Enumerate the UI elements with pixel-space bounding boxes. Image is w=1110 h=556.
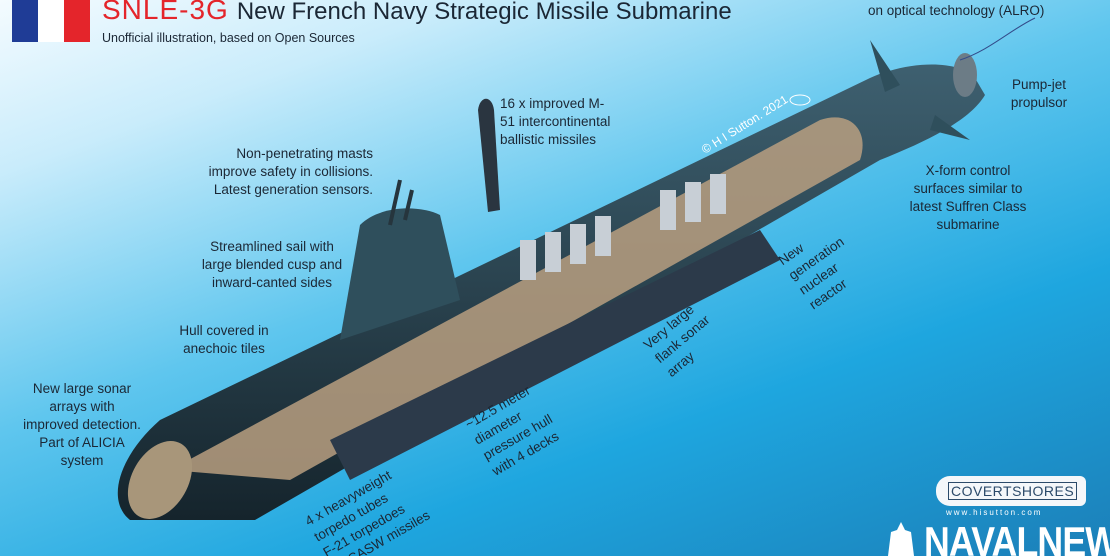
page-title: SNLE-3G New French Navy Strategic Missile… (102, 0, 732, 26)
title-text: New French Navy Strategic Missile Submar… (236, 0, 732, 25)
covertshores-url: www.hisutton.com (946, 508, 1043, 517)
missile (478, 98, 500, 212)
ship-icon (888, 522, 914, 556)
bow-sonar (127, 441, 193, 519)
submarine-sail (340, 208, 460, 340)
french-flag (12, 0, 90, 42)
pressure-hull-deck (330, 230, 780, 480)
logos: COVERTSHORES www.hisutton.com NAVALNEWS (886, 456, 1110, 556)
label-alro: on optical technology (ALRO) (868, 3, 1045, 18)
navalnews-logo: NAVALNEWS (924, 518, 1110, 556)
missile-tubes (520, 174, 726, 280)
title-code: SNLE-3G (102, 0, 229, 25)
pump-jet (953, 53, 977, 97)
subtitle: Unofficial illustration, based on Open S… (102, 31, 355, 45)
covertshores-logo: COVERTSHORES (936, 476, 1086, 506)
